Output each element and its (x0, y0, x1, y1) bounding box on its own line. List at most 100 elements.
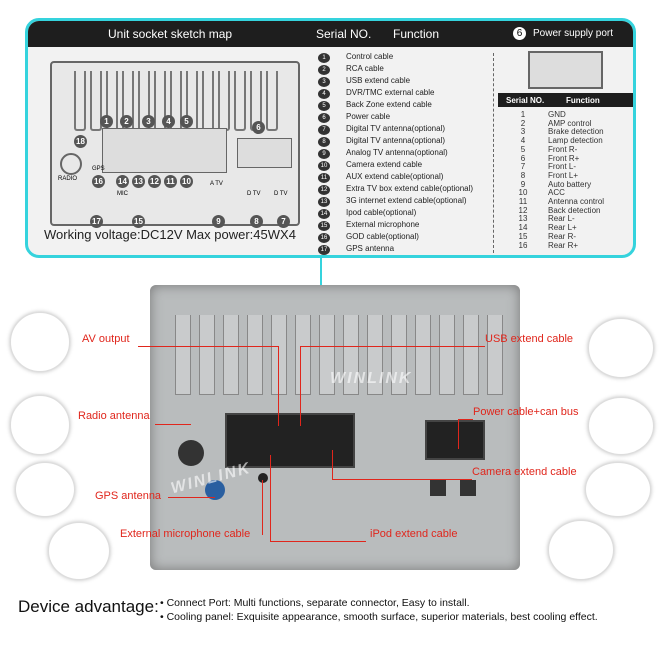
sketch-fin (202, 71, 214, 131)
cable-function: 3G internet extend cable(optional) (346, 196, 467, 205)
power-pin-row: 12 Back detection (498, 205, 604, 216)
cable-function: USB extend cable (346, 76, 411, 85)
camera-cable-thumbnail (585, 462, 651, 517)
cable-number: 12 (318, 185, 330, 195)
pin-function: Lamp detection (548, 136, 603, 146)
dtv-label-2: D TV (274, 191, 288, 197)
socket-number: 3 (142, 115, 155, 128)
pin-function: Back detection (548, 205, 601, 215)
cable-list-item: 9 Analog TV antenna(optional) (318, 147, 473, 159)
pin-function: GND (548, 110, 566, 119)
cable-number: 5 (318, 101, 330, 111)
callout-ipod-extend: iPod extend cable (370, 528, 458, 540)
pin-function: Auto battery (548, 179, 592, 189)
cooling-fin (487, 315, 503, 395)
cable-number: 6 (318, 113, 330, 123)
cable-function: External microphone (346, 220, 420, 229)
cable-list-item: 6 Power cable (318, 111, 473, 123)
pin-function: Front L- (548, 162, 577, 172)
callout-av-output: AV output (82, 333, 130, 345)
pin-number: 15 (518, 231, 528, 241)
cooling-fin (463, 315, 479, 395)
pin-number: 6 (520, 153, 526, 163)
divider (493, 53, 494, 253)
power-port-diagram (528, 51, 603, 89)
pin-number: 9 (520, 179, 526, 189)
cable-number: 10 (318, 161, 330, 171)
pin-function: Front L+ (548, 170, 579, 180)
cable-number: 4 (318, 89, 330, 99)
callout-gps-antenna: GPS antenna (95, 490, 162, 502)
cable-number: 3 (318, 77, 330, 87)
ipod-cable-thumbnail (548, 520, 614, 580)
cable-number: 17 (318, 245, 330, 255)
cooling-fin (295, 315, 311, 395)
cooling-fin (439, 315, 455, 395)
advantage-list: • Connect Port: Multi functions, separat… (160, 596, 598, 624)
pin-number: 4 (520, 136, 526, 146)
usb-cable-thumbnail (588, 318, 654, 378)
pointer-line (320, 257, 350, 287)
pin-function: ACC (548, 188, 565, 198)
socket-number: 4 (162, 115, 175, 128)
gps-label: GPS (92, 166, 105, 172)
panel-header: Unit socket sketch map Serial NO. Functi… (28, 21, 633, 47)
cable-number: 9 (318, 149, 330, 159)
socket-number: 1 (100, 115, 113, 128)
socket-number: 12 (148, 175, 161, 188)
sketch-title: Unit socket sketch map (108, 27, 233, 41)
pin-number: 12 (518, 205, 528, 215)
power-pin-row: 5 Front R- (498, 144, 604, 155)
advantage-item: • Cooling panel: Exquisite appearance, s… (160, 611, 598, 623)
pin-function: Antenna control (548, 197, 605, 207)
gps-antenna-thumbnail (15, 462, 75, 517)
atv-label: A TV (210, 181, 223, 187)
pin-number: 8 (520, 170, 526, 180)
gps-socket (205, 480, 225, 500)
pin-number: 5 (520, 144, 526, 154)
cable-function: Analog TV antenna(optional) (346, 148, 448, 157)
cable-function: Camera extend cable (346, 160, 423, 169)
power-cable-thumbnail (588, 397, 654, 455)
power-num: 6 (513, 27, 526, 40)
cable-list-item: 4 DVR/TMC external cable (318, 87, 473, 99)
pin-function: Front R- (548, 144, 578, 154)
cooling-fin (319, 315, 335, 395)
cable-function: RCA cable (346, 64, 384, 73)
sketch-fin (90, 71, 102, 131)
radio-antenna-socket (178, 440, 204, 466)
cooling-fin (415, 315, 431, 395)
callout-power-cable: Power cable+can bus (473, 406, 579, 418)
radio-label: RADIO (58, 176, 78, 182)
mic-label: MIC (117, 191, 128, 197)
pin-function: Front R+ (548, 153, 580, 163)
tv-socket-1 (430, 480, 446, 496)
sketch-connector-block (102, 128, 227, 173)
callout-radio-antenna: Radio antenna (78, 410, 150, 422)
pin-function: Rear L- (548, 214, 575, 224)
cooling-fin (343, 315, 359, 395)
power-table-header: Serial NO. Function (498, 93, 633, 107)
socket-number: 11 (164, 175, 177, 188)
function-header: Function (393, 27, 440, 41)
cable-function: DVR/TMC external cable (346, 88, 435, 97)
callout-external-microphone: External microphone cable (120, 528, 251, 540)
sketch-power-connector (237, 138, 292, 168)
sketch-fin (234, 71, 246, 131)
cable-function: Power cable (346, 112, 391, 121)
